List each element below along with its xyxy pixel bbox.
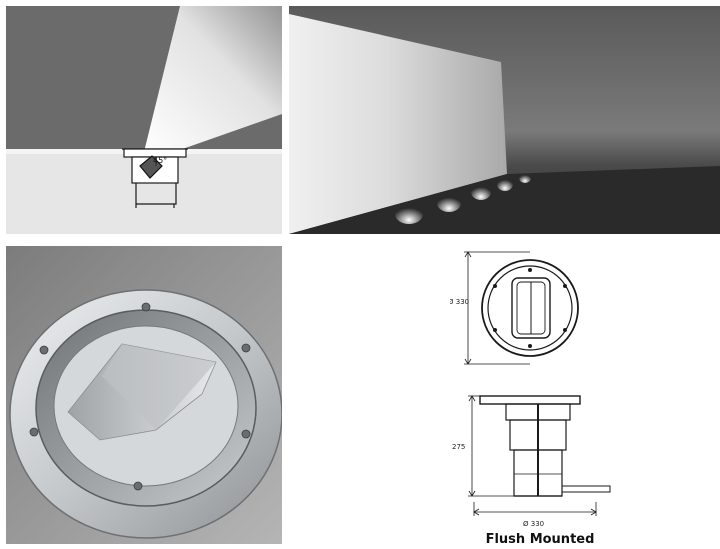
height-label: 275: [452, 443, 465, 451]
wall-wash-scene-panel: [289, 6, 720, 234]
floor-light-points: [395, 173, 531, 224]
bottom-dimension: [473, 502, 597, 516]
technical-drawing-panel: Ø 330 275 Ø 330: [450, 246, 630, 549]
top-dimension: [464, 251, 530, 365]
top-view: [481, 259, 579, 357]
beam-angle-diagram: 45°: [6, 6, 282, 234]
bottom-diameter-label: Ø 330: [523, 520, 544, 528]
beam-angle-diagram-panel: 45°: [6, 6, 282, 234]
lit-wall: [289, 14, 507, 234]
technical-drawing: Ø 330 275 Ø 330: [450, 251, 611, 528]
product-photo-panel: [6, 246, 282, 544]
light-beam: [144, 6, 282, 152]
wall-wash-scene: [289, 6, 720, 234]
angle-label: 45°: [153, 156, 167, 165]
product-photo: [6, 246, 282, 544]
side-view: [479, 395, 611, 497]
top-diameter-label: Ø 330: [450, 298, 469, 306]
height-dimension: [468, 395, 514, 497]
luminaire-section: [122, 148, 188, 208]
fixing-screws: [29, 302, 251, 491]
mounting-caption: Flush Mounted: [485, 532, 595, 547]
